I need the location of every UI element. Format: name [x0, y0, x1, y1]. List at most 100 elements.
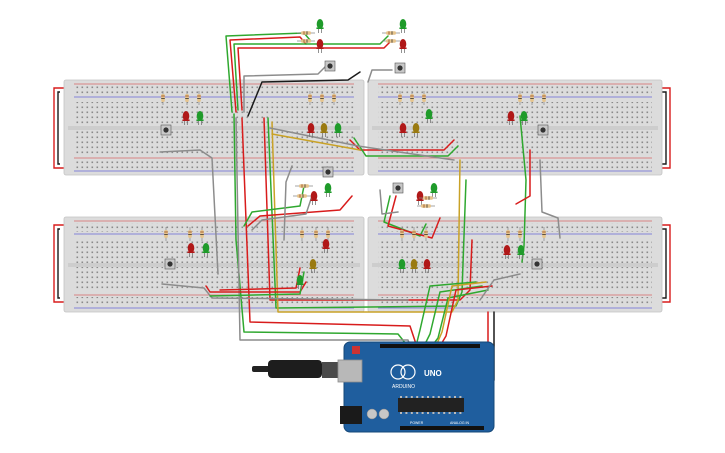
pushbutton-icon: [164, 258, 176, 270]
resistor-icon: [410, 91, 414, 105]
wire-yellow: [435, 281, 487, 347]
wire-green: [225, 32, 311, 113]
resistor-icon: [506, 227, 510, 241]
resistor-icon: [419, 196, 437, 200]
pushbutton-icon: [160, 124, 172, 136]
wire-yellow: [271, 121, 461, 313]
resistor-icon: [200, 227, 204, 241]
arduino-model-label: UNO: [424, 369, 442, 378]
resistor-icon: [185, 91, 189, 105]
pushbutton-icon: [324, 60, 336, 72]
wire-red: [219, 267, 301, 291]
resistor-icon: [382, 31, 400, 35]
led-yellow: [309, 259, 317, 273]
wire-gray: [367, 69, 393, 83]
resistor-icon: [314, 227, 318, 241]
led-red: [507, 111, 515, 125]
resistor-icon: [326, 227, 330, 241]
arduino-brand-label: ARDUINO: [392, 384, 415, 390]
resistor-icon: [297, 31, 315, 35]
led-green: [202, 243, 210, 257]
led-red: [399, 39, 407, 53]
digital-header: [380, 344, 480, 348]
resistor-icon: [542, 91, 546, 105]
resistor-icon: [332, 91, 336, 105]
led-red: [307, 123, 315, 137]
wire-red: [515, 149, 531, 205]
resistor-icon: [161, 91, 165, 105]
wire-green: [233, 35, 389, 111]
wire-black: [247, 71, 361, 117]
capacitor: [366, 408, 378, 420]
resistor-icon: [422, 91, 426, 105]
led-green: [425, 109, 433, 123]
led-red: [316, 39, 324, 53]
pushbutton-icon: [392, 182, 404, 194]
resistor-icon: [518, 227, 522, 241]
arduino-logo-icon: [390, 364, 406, 380]
wire-green: [267, 117, 467, 309]
resistor-icon: [424, 227, 428, 241]
wire-gray: [539, 159, 561, 239]
resistor-icon: [293, 194, 311, 198]
led-green: [316, 19, 324, 33]
wire-red: [241, 117, 417, 345]
capacitor: [378, 408, 390, 420]
wire-red: [387, 195, 441, 239]
led-red: [423, 259, 431, 273]
wire-gray: [251, 195, 313, 231]
resistor-icon: [518, 91, 522, 105]
usb-cable-icon: [252, 366, 270, 372]
breadboard-2: [367, 79, 663, 176]
led-green: [430, 183, 438, 197]
usb-plug: [268, 360, 322, 378]
resistor-icon: [400, 227, 404, 241]
led-green: [196, 111, 204, 125]
led-yellow: [320, 123, 328, 137]
power-jack: [340, 406, 362, 424]
resistor-icon: [542, 227, 546, 241]
usb-port: [337, 359, 363, 383]
pushbutton-icon: [531, 258, 543, 270]
wire-green: [233, 113, 407, 345]
led-red: [187, 243, 195, 257]
wire-red: [439, 285, 493, 347]
led-red: [322, 239, 330, 253]
wire-gray: [379, 189, 399, 215]
led-green: [520, 111, 528, 125]
pushbutton-icon: [537, 124, 549, 136]
led-green: [296, 275, 304, 289]
pushbutton-icon: [322, 166, 334, 178]
wire-gray: [243, 65, 327, 113]
power-header-label: POWER: [410, 421, 424, 425]
resistor-icon: [398, 91, 402, 105]
led-red: [182, 111, 190, 125]
microcontroller-chip: [398, 398, 464, 412]
led-green: [324, 183, 332, 197]
reset-button: [352, 346, 360, 354]
led-yellow: [412, 123, 420, 137]
wire-red: [237, 39, 393, 111]
resistor-icon: [308, 91, 312, 105]
wire-gray: [479, 273, 521, 301]
breadboard-1: [63, 79, 365, 176]
resistor-icon: [382, 39, 400, 43]
wire-gray: [159, 149, 219, 275]
led-green: [398, 259, 406, 273]
wire-red: [263, 117, 473, 301]
wire-yellow: [271, 133, 361, 151]
led-red: [416, 191, 424, 205]
analog-header: [400, 426, 484, 430]
pushbutton-icon: [394, 62, 406, 74]
resistor-icon: [197, 91, 201, 105]
resistor-icon: [300, 227, 304, 241]
resistor-icon: [412, 227, 416, 241]
led-red: [399, 123, 407, 137]
breadboard-4: [367, 216, 663, 313]
arduino-logo-icon: [400, 364, 416, 380]
arduino-uno-icon: [343, 341, 495, 433]
led-red: [503, 245, 511, 259]
led-green: [399, 19, 407, 33]
wire-gray: [161, 283, 409, 301]
